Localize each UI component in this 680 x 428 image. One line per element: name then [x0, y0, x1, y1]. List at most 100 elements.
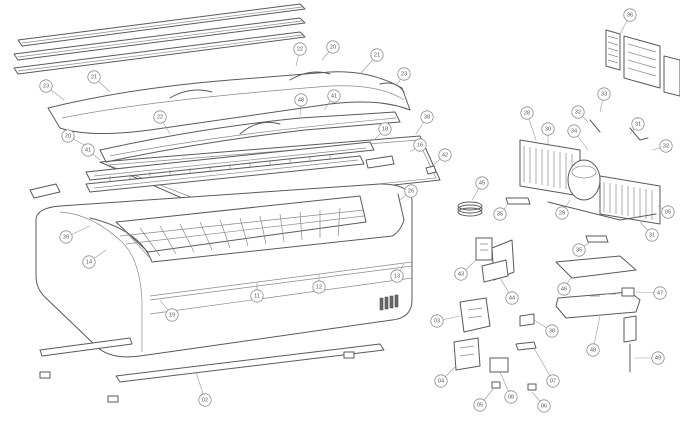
callout-c46: 46 [557, 282, 571, 296]
callout-circle [312, 280, 326, 294]
callout-label: 28 [524, 110, 530, 116]
callout-circle [454, 267, 468, 281]
callout-circle [327, 89, 341, 103]
callout-c35a: 35 [493, 207, 507, 221]
callout-circle [430, 314, 444, 328]
vent-grille-panels [605, 29, 680, 97]
callout-circle [420, 110, 434, 124]
callout-circle [438, 148, 452, 162]
callout-c39: 39 [59, 230, 73, 244]
callout-circle [61, 129, 75, 143]
callout-circle [659, 139, 673, 153]
callout-c23b: 23 [397, 67, 411, 81]
callout-c02: 02 [198, 393, 212, 407]
callout-c11: 11 [250, 289, 264, 303]
callout-label: 23 [401, 71, 407, 77]
callout-circle [404, 184, 418, 198]
callout-label: 33 [601, 91, 607, 97]
callout-c45: 45 [475, 176, 489, 190]
callout-label: 14 [86, 259, 92, 265]
callout-c23a: 23 [39, 79, 53, 93]
callout-circle [326, 40, 340, 54]
callout-circle [473, 398, 487, 412]
callout-label: 30 [545, 126, 551, 132]
callout-label: 44 [509, 295, 515, 301]
cabinet-body [35, 183, 413, 358]
callout-label: 02 [202, 397, 208, 403]
callout-label: 46 [561, 286, 567, 292]
callout-label: 20 [65, 133, 71, 139]
callout-c35b: 35 [572, 243, 586, 257]
callout-c49: 49 [651, 351, 665, 365]
callout-circle [597, 87, 611, 101]
callout-c07: 07 [546, 374, 560, 388]
callout-c42: 42 [438, 148, 452, 162]
callout-circle [250, 289, 264, 303]
callout-circle [505, 291, 519, 305]
callout-circle [537, 399, 551, 413]
callout-c31b: 31 [645, 228, 659, 242]
callout-label: 32 [663, 143, 669, 149]
callout-label: 05 [477, 402, 483, 408]
callout-circle [475, 176, 489, 190]
callout-circle [294, 93, 308, 107]
callout-c22b: 22 [153, 110, 167, 124]
callout-circle [545, 324, 559, 338]
callout-label: 13 [394, 273, 400, 279]
capillary-coil [457, 201, 483, 217]
callout-circle [390, 269, 404, 283]
callout-c16: 16 [413, 138, 427, 152]
callout-label: 07 [550, 378, 556, 384]
callout-label: 38 [424, 114, 430, 120]
callout-c05: 05 [473, 398, 487, 412]
callout-c14: 14 [82, 255, 96, 269]
callout-circle [653, 286, 667, 300]
callout-circle [661, 205, 675, 219]
callout-label: 48 [590, 347, 596, 353]
control-brackets [453, 197, 641, 391]
callout-c04: 04 [434, 374, 448, 388]
callout-label: 08 [508, 394, 514, 400]
callout-label: 16 [417, 142, 423, 148]
callout-label: 35 [576, 247, 582, 253]
callout-c12: 12 [312, 280, 326, 294]
callout-label: 43 [458, 271, 464, 277]
callout-label: 18 [382, 126, 388, 132]
small-lid-parts [29, 155, 437, 199]
callout-c32: 32 [571, 105, 585, 119]
callout-label: 06 [541, 403, 547, 409]
callout-c38b: 38 [545, 324, 559, 338]
callout-circle [165, 308, 179, 322]
callout-c36: 36 [623, 8, 637, 22]
callout-circle [546, 374, 560, 388]
callout-circle [493, 207, 507, 221]
callout-c38: 38 [420, 110, 434, 124]
base-plinths [39, 337, 385, 403]
callout-circle [555, 206, 569, 220]
callout-label: 42 [442, 152, 448, 158]
callout-c06: 06 [537, 399, 551, 413]
callout-circle [434, 374, 448, 388]
callout-circle [645, 228, 659, 242]
callout-c34: 34 [567, 124, 581, 138]
callout-c48: 48 [294, 93, 308, 107]
callout-label: 36 [627, 12, 633, 18]
air-grille [85, 141, 375, 193]
callout-c21a: 21 [370, 48, 384, 62]
callout-c41b: 41 [81, 143, 95, 157]
callout-label: 04 [438, 378, 444, 384]
sliding-lid-front [99, 111, 401, 163]
callout-circle [504, 390, 518, 404]
callout-circle [651, 351, 665, 365]
callout-label: 45 [479, 180, 485, 186]
callout-c41a: 41 [327, 89, 341, 103]
callout-c48b: 48 [586, 343, 600, 357]
callout-c05b: 05 [661, 205, 675, 219]
callout-label: 47 [657, 290, 663, 296]
callout-c18: 18 [378, 122, 392, 136]
callout-c26: 26 [404, 184, 418, 198]
callout-circle [81, 143, 95, 157]
callout-c29: 29 [555, 206, 569, 220]
callout-circle [82, 255, 96, 269]
